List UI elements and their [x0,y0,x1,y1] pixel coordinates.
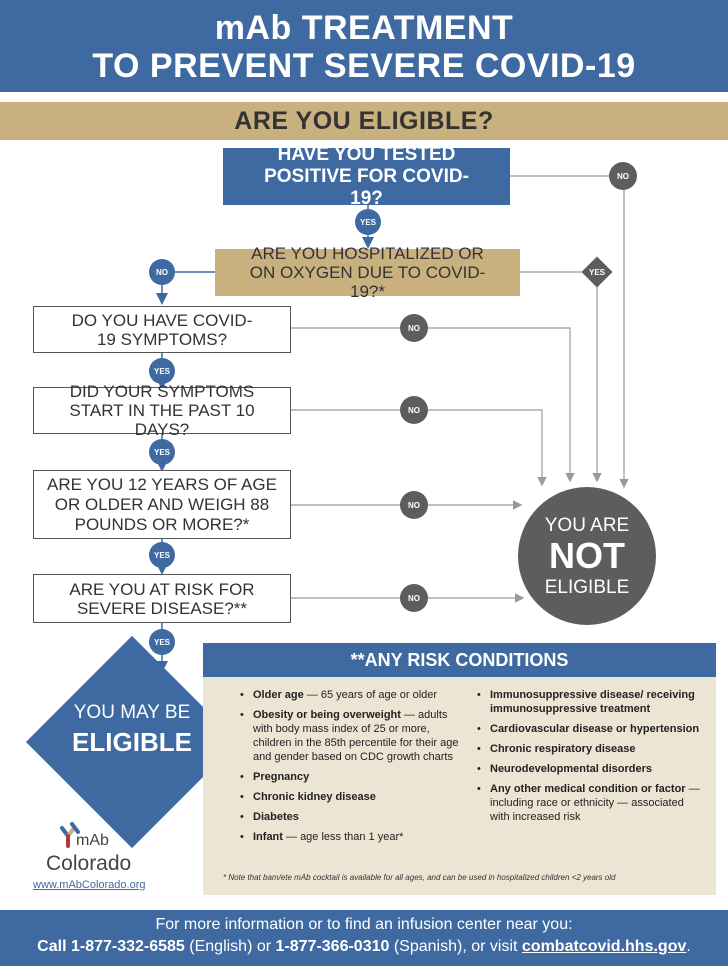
mab-colorado-logo-icon [60,822,80,848]
yes-badge: YES [355,209,381,235]
risk-conditions-box [203,643,716,895]
footer-phone-english[interactable]: Call 1-877-332-6585 [37,938,185,955]
not-eligible-line2: NOT [549,535,625,576]
question-symptoms: DO YOU HAVE COVID-19 SYMPTOMS? [33,306,291,353]
question-risk: ARE YOU AT RISK FOR SEVERE DISEASE?** [33,574,291,623]
yes-badge: YES [149,358,175,384]
logo-colorado-text: Colorado [46,852,132,875]
question-tested-positive: HAVE YOU TESTED POSITIVE FOR COVID-19? [223,144,510,209]
risk-item: •Immunosuppressive disease/ receiving im… [477,689,695,715]
risk-item: •Cardiovascular disease or hypertension [477,723,700,735]
risk-list-left: •Older age — 65 years of age or older •O… [240,688,465,850]
footer-banner: For more information or to find an infus… [0,910,728,966]
yes-badge: YES [149,439,175,465]
no-badge: NO [400,396,428,424]
logo-mab-text: mAb [76,832,109,849]
no-badge: NO [609,162,637,190]
risk-item: •Infant — age less than 1 year* [240,831,404,843]
risk-item: •Neurodevelopmental disorders [477,763,652,775]
yes-badge: YES [149,542,175,568]
footer-line2: Call 1-877-332-6585 (English) or 1-877-3… [37,938,691,955]
risk-footnote: * Note that bam/ete mAb cocktail is avai… [223,873,616,882]
risk-item: •Obesity or being overweight — adults wi… [240,709,459,763]
yes-diamond-label: YES [588,267,605,277]
footer-url-link[interactable]: combatcovid.hhs.gov [521,938,687,955]
question-age-weight: ARE YOU 12 YEARS OF AGE OR OLDER AND WEI… [33,470,291,539]
subheader-eligible: ARE YOU ELIGIBLE? [0,102,728,140]
no-badge: NO [400,584,428,612]
not-eligible-line3: ELIGIBLE [544,577,630,598]
no-badge: NO [400,491,428,519]
footer-line1: For more information or to find an infus… [155,916,573,933]
no-badge: NO [149,259,175,285]
may-be-eligible-line2: ELIGIBLE [72,727,192,757]
title-line-1: mAb TREATMENT [214,9,514,47]
risk-list-right: •Immunosuppressive disease/ receiving im… [477,688,702,830]
risk-item: •Any other medical condition or factor —… [477,783,700,823]
not-eligible-line1: YOU ARE [544,515,630,536]
risk-item: •Chronic respiratory disease [477,743,636,755]
footer-phone-spanish[interactable]: 1-877-366-0310 [275,938,390,955]
risk-item: •Pregnancy [240,771,310,783]
header-banner: mAb TREATMENT TO PREVENT SEVERE COVID-19 [0,0,728,92]
no-badge: NO [400,314,428,342]
not-eligible-circle: YOU ARE NOT ELIGIBLE [518,487,656,625]
risk-conditions-title: **ANY RISK CONDITIONS [203,643,716,677]
risk-item: •Older age — 65 years of age or older [240,689,438,701]
title-line-2: TO PREVENT SEVERE COVID-19 [92,47,636,85]
question-symptoms-start: DID YOUR SYMPTOMS START IN THE PAST 10 D… [33,382,291,439]
may-be-eligible-line1: YOU MAY BE [73,702,191,723]
website-link[interactable]: www.mAbColorado.org [33,879,146,891]
risk-item: •Diabetes [240,811,299,823]
risk-item: •Chronic kidney disease [240,791,376,803]
may-be-eligible-text: YOU MAY BE ELIGIBLE [32,700,232,758]
question-hospitalized: ARE YOU HOSPITALIZED OR ON OXYGEN DUE TO… [215,244,520,301]
yes-badge: YES [149,629,175,655]
